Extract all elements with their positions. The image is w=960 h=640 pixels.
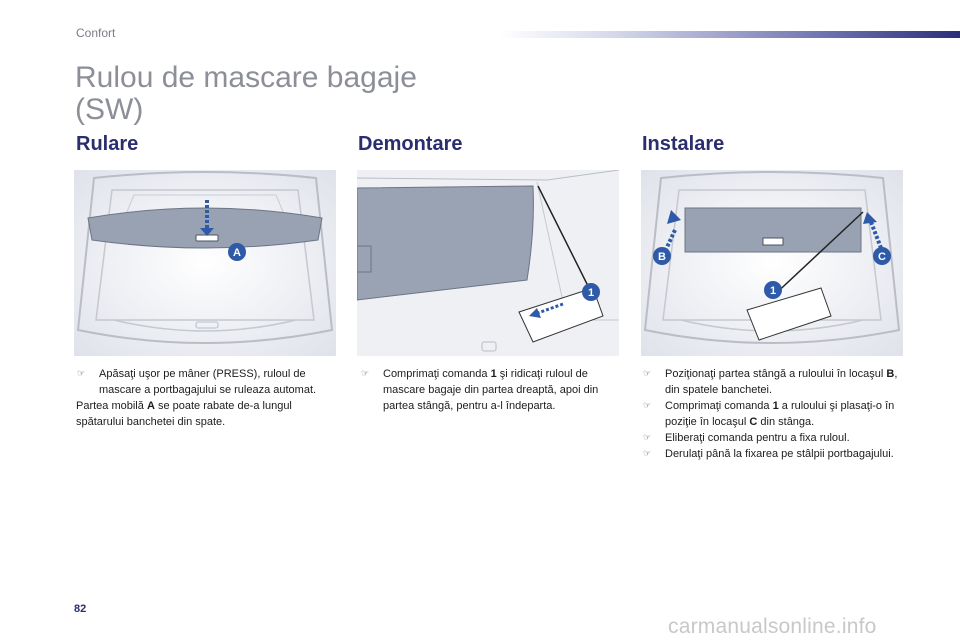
svg-text:B: B bbox=[658, 251, 666, 263]
instalare-step-4: ☞ Derulaţi până la fixarea pe stâlpii po… bbox=[643, 448, 894, 460]
watermark: carmanualsonline.info bbox=[668, 615, 877, 638]
callout-a: A bbox=[228, 243, 246, 261]
pointer-finger-icon: ☞ bbox=[643, 401, 652, 411]
heading-rulare: Rulare bbox=[76, 133, 139, 155]
header-accent-bar bbox=[500, 31, 960, 38]
callout-1-demontare: 1 bbox=[582, 283, 600, 301]
page-title-line1: Rulou de mascare bagaje bbox=[75, 61, 417, 94]
svg-text:1: 1 bbox=[588, 287, 594, 299]
pointer-finger-icon: ☞ bbox=[643, 449, 652, 459]
text-instalare: ☞ Poziţionaţi partea stângă a ruloului î… bbox=[642, 366, 912, 462]
heading-demontare: Demontare bbox=[358, 133, 463, 155]
callout-1-instalare: 1 bbox=[764, 281, 782, 299]
page-number: 82 bbox=[74, 603, 87, 615]
figure-instalare: B C 1 bbox=[641, 170, 903, 356]
rulare-step-1: ☞ Apăsaţi uşor pe mâner (PRESS), ruloul … bbox=[77, 368, 317, 396]
trunk-illustration-rulare: A bbox=[74, 170, 336, 356]
figure-rulare: A bbox=[74, 170, 336, 356]
instalare-step-3: ☞ Eliberaţi comanda pentru a fixa ruloul… bbox=[643, 432, 850, 444]
rulare-note: Partea mobilă A se poate rabate de-a lun… bbox=[76, 400, 292, 428]
page-title-line2: (SW) bbox=[75, 93, 144, 126]
figure-demontare: 1 bbox=[357, 170, 619, 356]
trunk-illustration-instalare: B C 1 bbox=[641, 170, 903, 356]
svg-text:1: 1 bbox=[770, 285, 776, 297]
svg-text:C: C bbox=[878, 251, 886, 263]
svg-text:A: A bbox=[233, 247, 241, 259]
pointer-finger-icon: ☞ bbox=[643, 369, 652, 379]
pointer-finger-icon: ☞ bbox=[77, 369, 86, 379]
instalare-step-1: ☞ Poziţionaţi partea stângă a ruloului î… bbox=[643, 368, 898, 396]
callout-c: C bbox=[873, 247, 891, 265]
demontare-step-1: ☞ Comprimaţi comanda 1 şi ridicaţi rulou… bbox=[361, 368, 599, 412]
pointer-finger-icon: ☞ bbox=[361, 369, 370, 379]
pointer-finger-icon: ☞ bbox=[643, 433, 652, 443]
instalare-step-2: ☞ Comprimaţi comanda 1 a ruloului şi pla… bbox=[643, 400, 895, 428]
text-rulare: ☞ Apăsaţi uşor pe mâner (PRESS), ruloul … bbox=[76, 366, 341, 430]
section-label: Confort bbox=[76, 26, 116, 40]
heading-instalare: Instalare bbox=[642, 133, 725, 155]
callout-b: B bbox=[653, 247, 671, 265]
text-demontare: ☞ Comprimaţi comanda 1 şi ridicaţi rulou… bbox=[360, 366, 625, 414]
page-title: Rulou de mascare bagaje (SW) bbox=[75, 62, 417, 126]
trunk-illustration-demontare: 1 bbox=[357, 170, 619, 356]
